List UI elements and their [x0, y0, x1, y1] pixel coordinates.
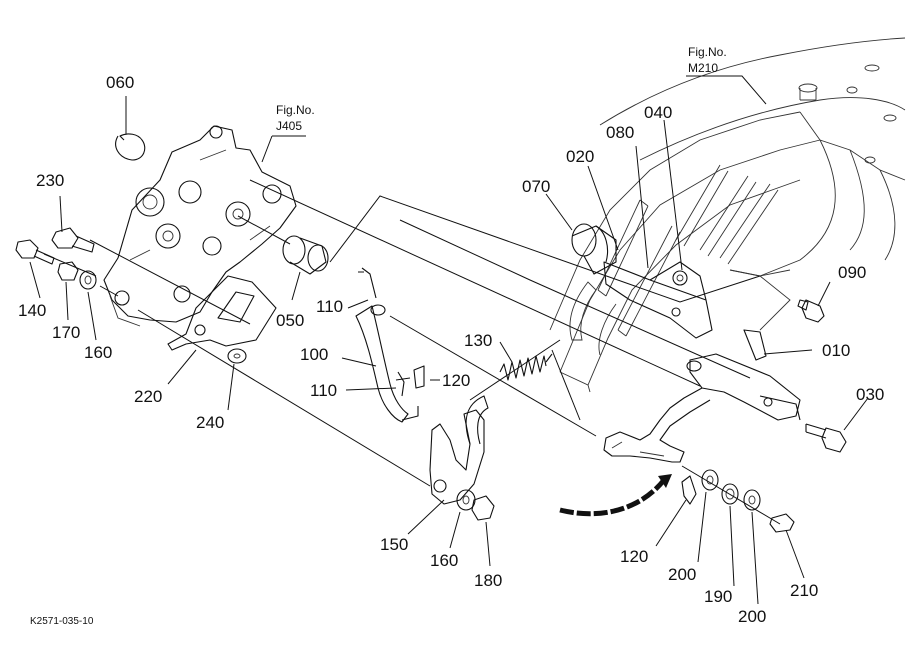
- nut-240: [227, 348, 247, 364]
- part-label: 160: [430, 551, 458, 570]
- part-label: 130: [464, 331, 492, 350]
- part-label: 050: [276, 311, 304, 330]
- fig-ref-2-line1: Fig.No.: [688, 45, 727, 59]
- part-label: 020: [566, 147, 594, 166]
- part-label: 170: [52, 323, 80, 342]
- pin-110-top: [358, 267, 377, 299]
- part-label: 140: [18, 301, 46, 320]
- bushing-190: [721, 483, 739, 505]
- part-label: 120: [442, 371, 470, 390]
- part-label: 160: [84, 343, 112, 362]
- bolt-140: [15, 239, 55, 265]
- part-number-labels: 060 230 140 170 160 220 240 050 110 100 …: [18, 73, 884, 626]
- part-label: 010: [822, 341, 850, 360]
- washer-200-b: [743, 489, 761, 511]
- bolt-030: [805, 423, 847, 453]
- part-label: 110: [310, 381, 337, 400]
- bolt-090: [797, 299, 825, 323]
- part-label: 190: [704, 587, 732, 606]
- transmission-housing: [103, 125, 297, 327]
- part-label: 200: [738, 607, 766, 626]
- nut-170: [57, 261, 79, 281]
- lever-150: [429, 395, 489, 505]
- pin-210: [769, 513, 795, 533]
- part-label: 240: [196, 413, 224, 432]
- part-label: 230: [36, 171, 64, 190]
- bushing-050: [282, 235, 329, 275]
- part-label: 060: [106, 73, 134, 92]
- nut-180: [471, 495, 495, 521]
- spring-130: [499, 353, 553, 381]
- assembly-arrow: [559, 474, 672, 517]
- cotter-120-right: [681, 475, 697, 505]
- part-label: 200: [668, 565, 696, 584]
- fig-ref-1-line1: Fig.No.: [276, 103, 315, 117]
- part-label: 080: [606, 123, 634, 142]
- washer-160-left: [79, 270, 97, 290]
- part-label: 180: [474, 571, 502, 590]
- bolt-230: [51, 227, 95, 253]
- bracket-220: [167, 275, 277, 351]
- part-label: 040: [644, 103, 672, 122]
- leader-lines: [29, 75, 869, 605]
- pedal-arm: [603, 329, 801, 463]
- cotter-120-mid: [413, 365, 425, 389]
- part-label: 210: [790, 581, 818, 600]
- drawing-code: K2571-035-10: [30, 616, 94, 627]
- pin-110-bottom: [395, 371, 411, 397]
- part-label: 150: [380, 535, 408, 554]
- part-label: 030: [856, 385, 884, 404]
- part-label: 100: [300, 345, 328, 364]
- part-label: 090: [838, 263, 866, 282]
- part-label: 070: [522, 177, 550, 196]
- fig-ref-2-line2: M210: [688, 61, 718, 75]
- part-label: 220: [134, 387, 162, 406]
- snap-ring-060: [115, 133, 146, 161]
- part-label: 110: [316, 297, 343, 316]
- pedal-bracket: [603, 261, 713, 339]
- fig-ref-1-line2: J405: [276, 119, 302, 133]
- figure-references: Fig.No. J405 Fig.No. M210: [276, 45, 727, 133]
- fender-step: [549, 37, 906, 393]
- part-label: 120: [620, 547, 648, 566]
- washer-200-a: [701, 469, 719, 491]
- assembly-lines: [43, 179, 781, 525]
